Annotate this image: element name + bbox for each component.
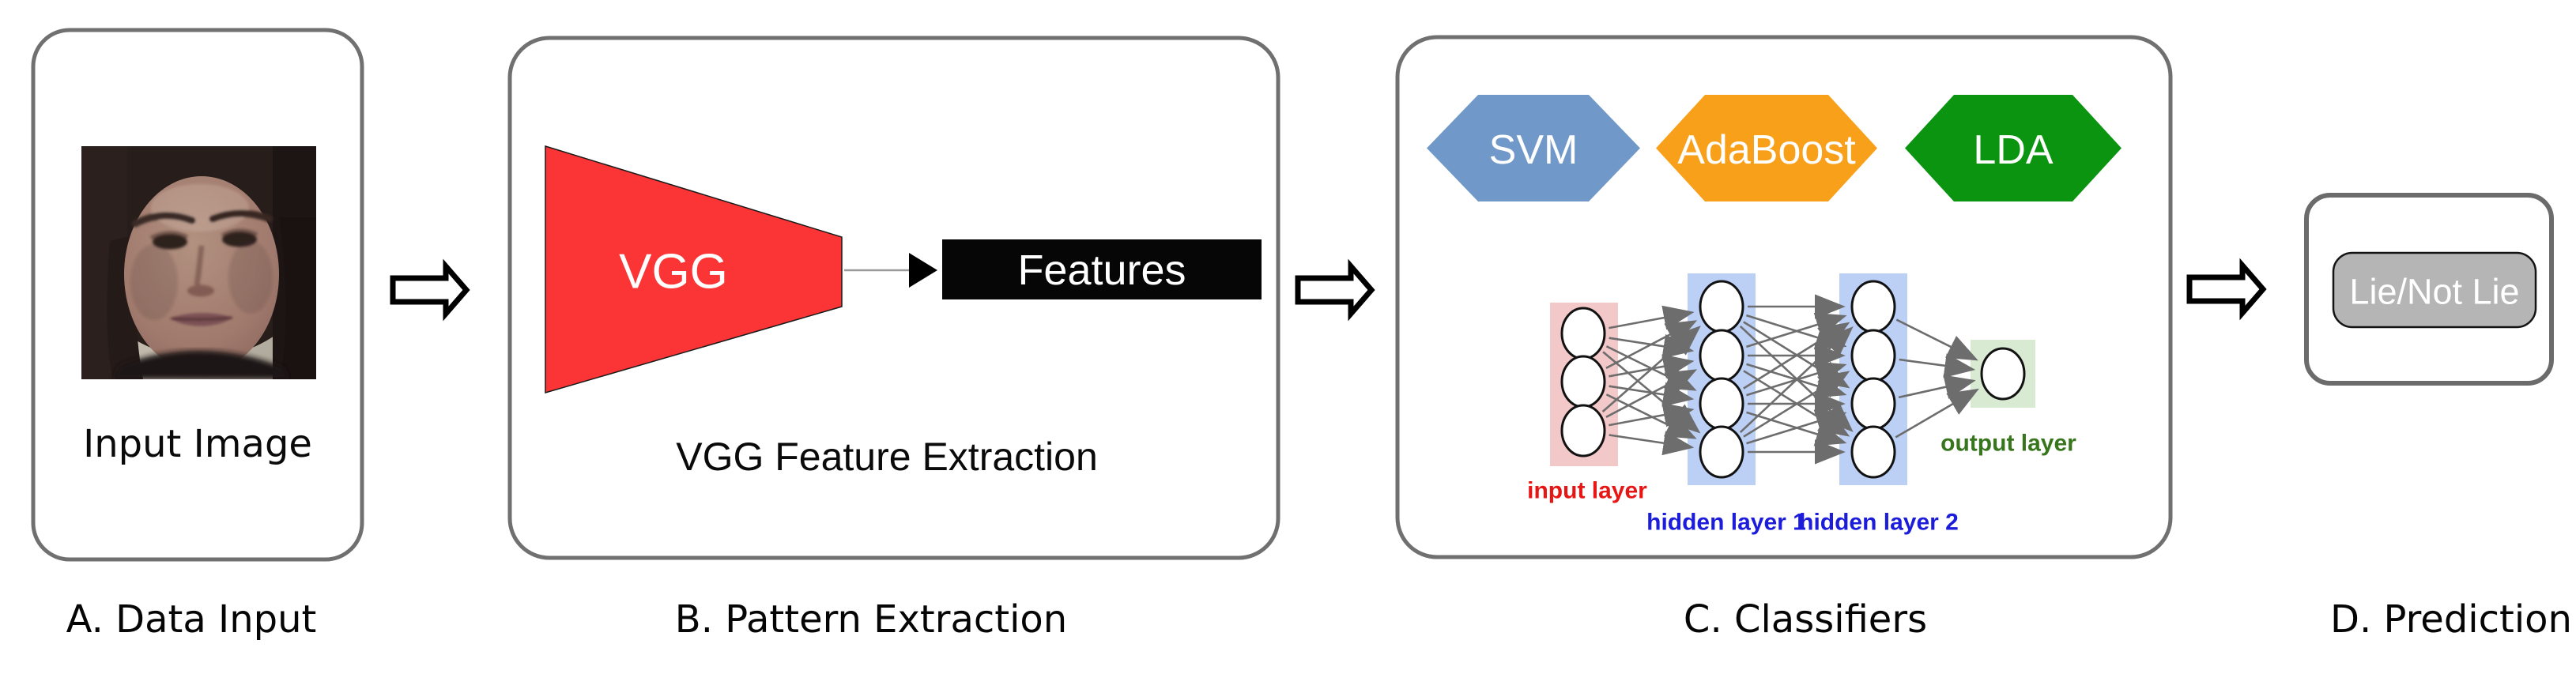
nn-connection-arrow (1739, 326, 1854, 434)
nn-connection-arrow (1609, 354, 1695, 379)
hidden-layer-2-label: hidden layer 2 (1799, 510, 1959, 536)
neural-network: input layer hidden layer 1 hidden layer … (1527, 273, 2076, 536)
caption-pattern-extraction: B. Pattern Extraction (675, 597, 1067, 642)
nn-neuron-node (1850, 329, 1896, 382)
input-image-label: Input Image (83, 422, 312, 466)
prediction-button-label: Lie/Not Lie (2349, 272, 2519, 312)
face-shape (124, 176, 279, 372)
nn-connection-arrow (1895, 318, 1978, 361)
nn-neuron-node (1699, 377, 1744, 431)
panel-prediction: Lie/Not Lie (2304, 193, 2554, 386)
nn-connection-arrow (1609, 382, 1695, 407)
classifier-hexagons: SVM AdaBoost LDA (1427, 95, 2122, 201)
vgg-trapezoid (545, 145, 843, 393)
nn-connection-arrow (1746, 411, 1847, 446)
caption-prediction: D. Prediction (2330, 597, 2572, 642)
nn-connection-arrow (1609, 402, 1695, 427)
output-layer-label: output layer (1940, 431, 2076, 457)
nn-connection-arrow (1746, 409, 1847, 445)
input-face-photo (81, 146, 316, 379)
nn-connection-arrow (1601, 326, 1701, 412)
nn-neuron-node (1699, 329, 1744, 382)
caption-classifiers: C. Classifiers (1684, 597, 1927, 642)
nn-connection-arrow (1743, 371, 1850, 438)
nose-shadow (187, 284, 214, 297)
adaboost-label: AdaBoost (1677, 127, 1856, 173)
neck-shadow (113, 350, 289, 379)
face-features (130, 184, 273, 326)
nn-connection-arrow (1605, 369, 1698, 418)
panel-pattern-extraction: VGG Features VGG Feature Extraction (507, 36, 1280, 560)
nn-neuron-node (1699, 280, 1744, 333)
flow-arrow-icon-a-b (390, 258, 470, 322)
nn-edges (1601, 294, 1979, 465)
nn-connection-arrow (1899, 353, 1976, 378)
panel-b-border (507, 36, 1280, 560)
lda-hexagon (1905, 95, 2122, 201)
features-label: Features (1017, 247, 1186, 294)
panel-classifiers: SVM AdaBoost LDA input layer hidden laye… (1395, 35, 2173, 559)
nn-connection-arrow (1609, 305, 1695, 330)
caption-data-input: A. Data Input (66, 597, 317, 642)
nn-neuron-node (1850, 377, 1896, 431)
features-box (942, 239, 1262, 299)
nn-connection-arrow (1898, 375, 1976, 399)
connector-arrowhead-icon (909, 253, 937, 288)
svm-label: SVM (1489, 127, 1578, 173)
left-eye (153, 234, 187, 250)
nn-connection-arrow (1605, 393, 1697, 439)
nose-line (194, 245, 205, 286)
nn-neuron-node (1850, 425, 1896, 479)
nn-connection-arrow (1895, 388, 1979, 439)
nn-neuron-node (1850, 280, 1896, 333)
svm-hexagon (1427, 95, 1640, 201)
nn-neuron-node (1699, 425, 1744, 479)
nn-neuron-node (1980, 347, 2026, 401)
nn-connection-arrow (1609, 431, 1695, 456)
hidden-layer-1-label: hidden layer 1 (1646, 510, 1806, 536)
prediction-button (2332, 251, 2537, 329)
nn-connection-arrow (1746, 312, 1847, 348)
nn-neuron-node (1560, 404, 1606, 457)
nn-neuron-node (1560, 307, 1606, 360)
left-eyebrow (131, 212, 196, 228)
panel-data-input: Input Image (31, 28, 364, 562)
adaboost-hexagon (1656, 95, 1877, 201)
lda-label: LDA (1973, 127, 2053, 173)
vgg-label: VGG (619, 245, 728, 299)
flow-arrow-icon-b-c (1295, 258, 1375, 322)
vgg-feature-extraction-subtitle: VGG Feature Extraction (676, 435, 1098, 479)
flow-arrow-icon-c-d (2186, 258, 2267, 321)
right-eyebrow (209, 209, 273, 223)
nn-nodes (1560, 280, 2026, 479)
input-layer-label: input layer (1527, 478, 1647, 504)
nn-neuron-node (1560, 355, 1606, 409)
